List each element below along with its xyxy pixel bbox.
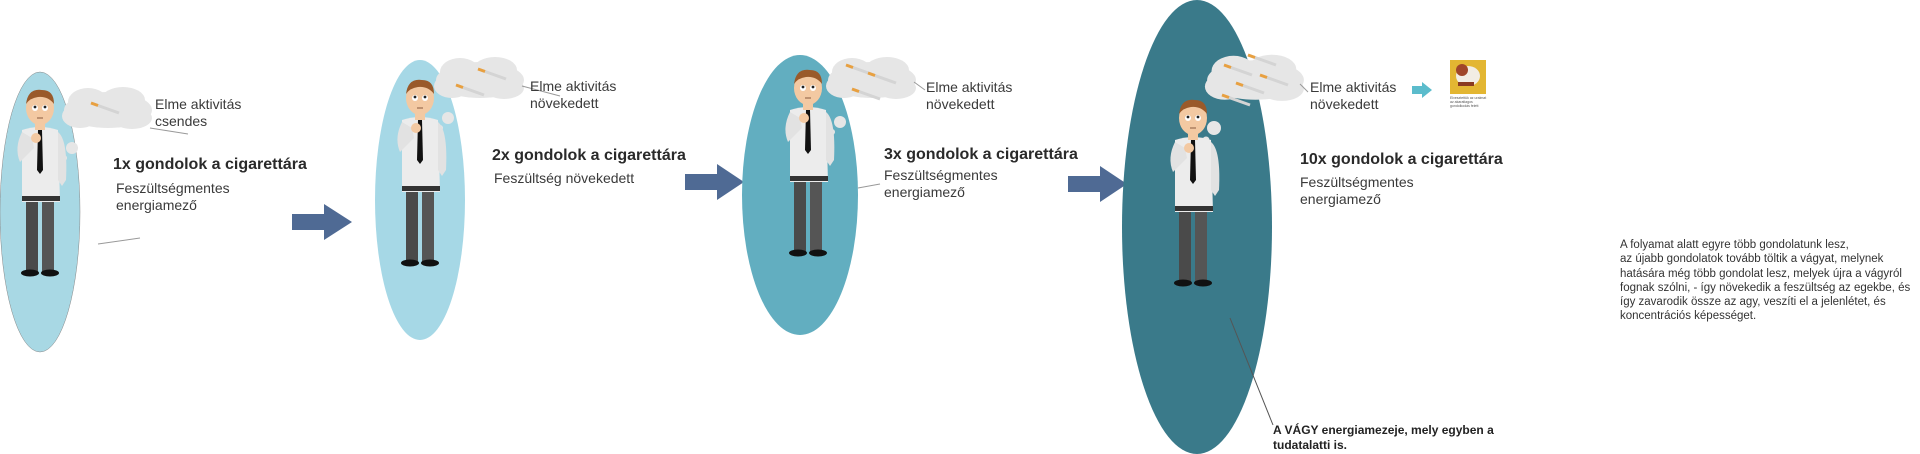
panel-title-4: 10x gondolok a cigarettára bbox=[1300, 151, 1503, 168]
thought-cloud-1 bbox=[61, 87, 152, 161]
thought-cloud-2 bbox=[434, 57, 524, 131]
arrow-2 bbox=[685, 164, 744, 200]
arrow-3 bbox=[1068, 166, 1127, 202]
thumbnail-image bbox=[1450, 60, 1486, 94]
thought-cloud-3 bbox=[826, 57, 916, 135]
arrow-1 bbox=[292, 204, 352, 240]
panel-title-3: 3x gondolok a cigarettára bbox=[884, 146, 1078, 163]
explanation-text: A folyamat alatt egyre több gondolatunk … bbox=[1620, 239, 1911, 323]
small-arrow-icon bbox=[1412, 82, 1432, 98]
field-label-2: Feszültség növekedett bbox=[494, 170, 635, 186]
panel-title-1: 1x gondolok a cigarettára bbox=[113, 156, 307, 173]
panel-title-2: 2x gondolok a cigarettára bbox=[492, 147, 686, 164]
thumbnail-caption: Elvesztettük az uralmat az akaratlagos g… bbox=[1450, 96, 1487, 108]
